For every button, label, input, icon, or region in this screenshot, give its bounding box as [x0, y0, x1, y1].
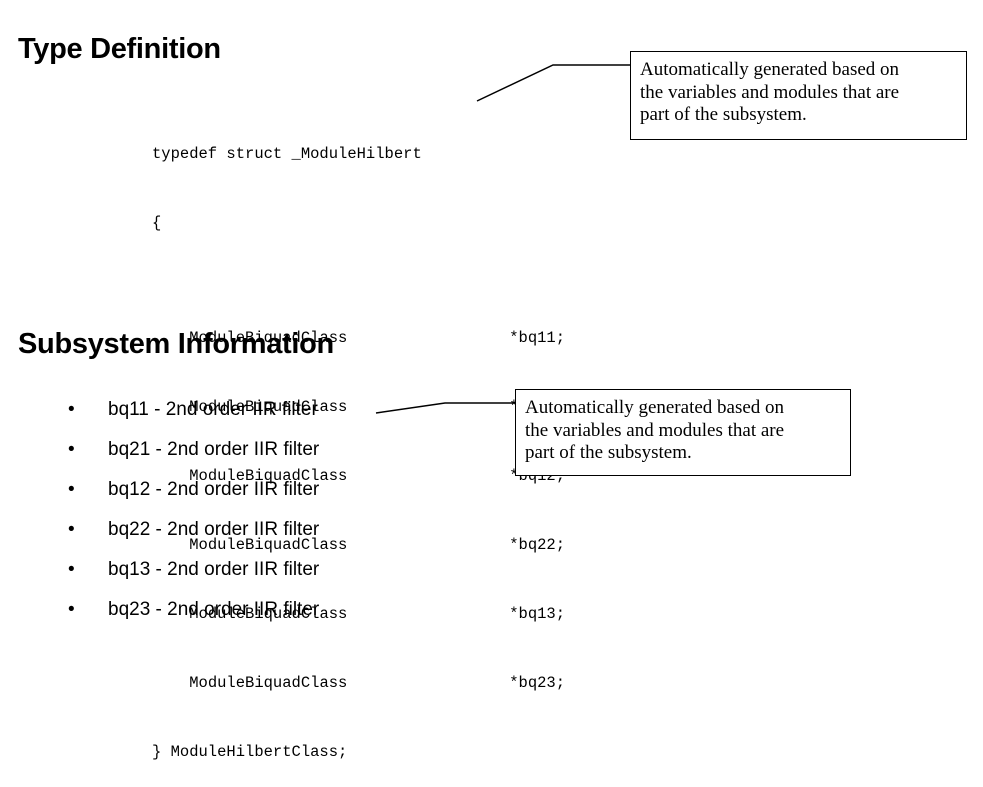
- bullet-icon: •: [68, 439, 75, 460]
- list-item: • bq22 - 2nd order IIR filter: [62, 510, 319, 550]
- list-item: • bq12 - 2nd order IIR filter: [62, 470, 319, 510]
- callout-line: part of the subsystem.: [525, 442, 692, 463]
- bullet-icon: •: [68, 559, 75, 580]
- code-member-name: *bq13;: [509, 605, 566, 623]
- list-item-label: bq22 - 2nd order IIR filter: [108, 519, 320, 540]
- bullet-icon: •: [68, 519, 75, 540]
- callout-line: Automatically generated based on: [640, 59, 900, 80]
- callout-line: the variables and modules that are: [525, 419, 785, 441]
- list-item: • bq23 - 2nd order IIR filter: [62, 590, 319, 630]
- code-line-member: ModuleBiquadClass *bq11;: [152, 304, 565, 347]
- list-item-label: bq13 - 2nd order IIR filter: [108, 559, 320, 580]
- list-item: • bq21 - 2nd order IIR filter: [62, 430, 319, 470]
- code-member-type: ModuleBiquadClass: [189, 467, 348, 485]
- code-member-type: ModuleBiquadClass: [189, 398, 348, 416]
- list-item-label: bq21 - 2nd order IIR filter: [108, 439, 320, 460]
- callout-type-definition: Automatically generated based on the var…: [630, 51, 967, 140]
- callout-line: Automatically generated based on: [525, 397, 785, 418]
- leader-line-subsystem-information: [375, 402, 516, 414]
- code-member-name: *bq11;: [509, 329, 566, 347]
- callout-line: part of the subsystem.: [640, 104, 807, 125]
- code-member-name: *bq23;: [509, 674, 566, 692]
- list-item: • bq13 - 2nd order IIR filter: [62, 550, 319, 590]
- code-line-member: ModuleBiquadClass *bq22;: [152, 511, 565, 554]
- code-line-member: ModuleBiquadClass *bq23;: [152, 649, 565, 692]
- code-line-member: ModuleBiquadClass *bq13;: [152, 580, 565, 623]
- page-title-type-definition: Type Definition: [18, 33, 221, 65]
- bullet-icon: •: [68, 399, 75, 420]
- callout-subsystem-information: Automatically generated based on the var…: [515, 389, 851, 476]
- code-member-name: *bq22;: [509, 536, 566, 554]
- bullet-icon: •: [68, 479, 75, 500]
- list-item: • bq11 - 2nd order IIR filter: [62, 390, 319, 430]
- list-item-label: bq11 - 2nd order IIR filter: [108, 399, 318, 420]
- code-member-type: ModuleBiquadClass: [189, 536, 348, 554]
- list-item-label: bq23 - 2nd order IIR filter: [108, 599, 320, 620]
- leader-line-type-definition: [476, 64, 630, 102]
- bullet-icon: •: [68, 599, 75, 620]
- list-item-label: bq12 - 2nd order IIR filter: [108, 479, 320, 500]
- code-member-type: ModuleBiquadClass: [189, 329, 348, 347]
- code-line-struct-close: } ModuleHilbertClass;: [152, 743, 348, 761]
- code-member-type: ModuleBiquadClass: [189, 674, 348, 692]
- page-title-subsystem-information: Subsystem Information: [18, 328, 334, 360]
- subsystem-information-list: • bq11 - 2nd order IIR filter • bq21 - 2…: [62, 390, 319, 630]
- code-line-struct-open: typedef struct _ModuleHilbert: [152, 145, 422, 163]
- code-line-brace-open: {: [152, 214, 162, 232]
- callout-line: the variables and modules that are: [640, 81, 900, 103]
- code-member-type: ModuleBiquadClass: [189, 605, 348, 623]
